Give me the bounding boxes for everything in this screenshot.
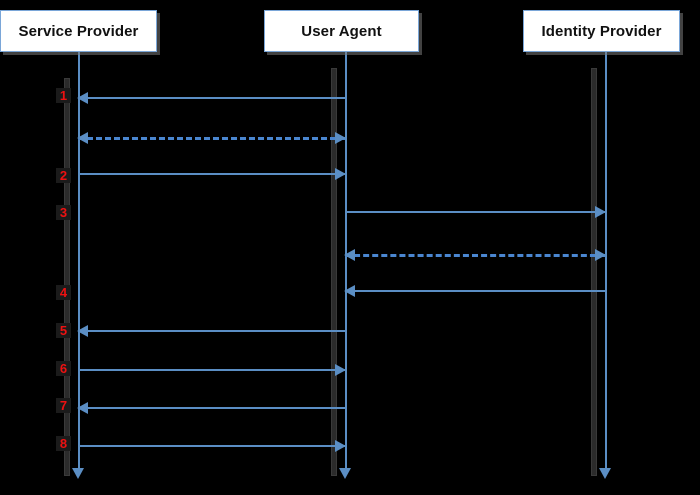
actor-label-identity-provider: Identity Provider (541, 22, 662, 40)
step-marker-1: 1 (56, 88, 71, 103)
message-3-line (78, 173, 345, 175)
message-6-line (345, 290, 605, 292)
message-7-arrowhead-left (77, 325, 88, 337)
step-marker-2: 2 (56, 168, 71, 183)
message-3-arrowhead-right (335, 168, 346, 180)
message-10-line (78, 445, 345, 447)
activation-bar-user-agent (331, 68, 337, 476)
message-4-arrowhead-right (595, 206, 606, 218)
message-9-line (78, 407, 345, 409)
lifeline-service-provider (78, 52, 80, 472)
message-5-arrowhead-right (595, 249, 606, 261)
lifeline-tip-identity-provider (599, 468, 611, 479)
message-7-line (78, 330, 345, 332)
message-2-arrowhead-right (335, 132, 346, 144)
actor-label-user-agent: User Agent (301, 22, 382, 40)
message-2-line (78, 137, 345, 140)
lifeline-user-agent (345, 52, 347, 472)
step-marker-4: 4 (56, 285, 71, 300)
step-marker-3: 3 (56, 205, 71, 220)
message-10-arrowhead-right (335, 440, 346, 452)
message-5-arrowhead-left (344, 249, 355, 261)
step-marker-6: 6 (56, 361, 71, 376)
lifeline-identity-provider (605, 52, 607, 472)
step-marker-5: 5 (56, 323, 71, 338)
message-1-arrowhead-left (77, 92, 88, 104)
message-5-line (345, 254, 605, 257)
actor-box-identity-provider[interactable]: Identity Provider (523, 10, 680, 52)
message-8-line (78, 369, 345, 371)
message-6-arrowhead-left (344, 285, 355, 297)
actor-box-user-agent[interactable]: User Agent (264, 10, 419, 52)
message-1-line (78, 97, 345, 99)
step-marker-7: 7 (56, 398, 71, 413)
activation-bar-service-provider (64, 78, 70, 476)
lifeline-tip-user-agent (339, 468, 351, 479)
activation-bar-identity-provider (591, 68, 597, 476)
message-8-arrowhead-right (335, 364, 346, 376)
message-4-line (345, 211, 605, 213)
actor-label-service-provider: Service Provider (18, 22, 139, 40)
lifeline-tip-service-provider (72, 468, 84, 479)
message-2-arrowhead-left (77, 132, 88, 144)
step-marker-8: 8 (56, 436, 71, 451)
message-9-arrowhead-left (77, 402, 88, 414)
actor-box-service-provider[interactable]: Service Provider (0, 10, 157, 52)
